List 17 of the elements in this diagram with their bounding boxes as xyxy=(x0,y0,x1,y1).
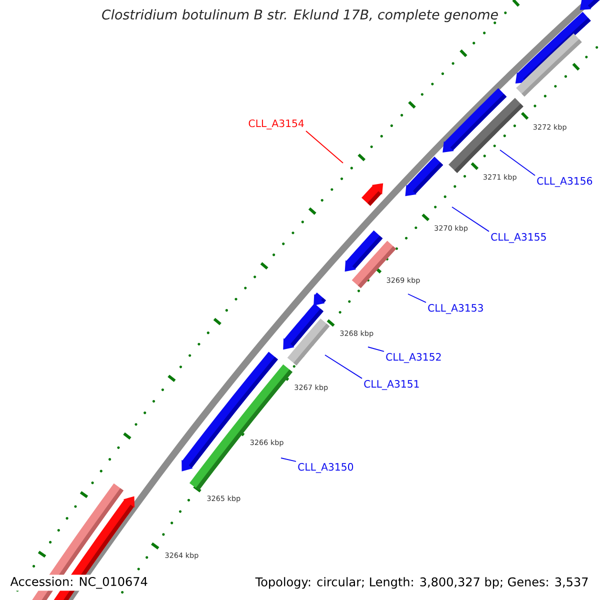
leader-line xyxy=(368,346,384,352)
gene-label: CLL_A3156 xyxy=(537,177,592,187)
leader-line xyxy=(500,150,536,176)
leader-line xyxy=(306,130,344,164)
leader-line xyxy=(452,206,490,232)
gene-label: CLL_A3154 xyxy=(248,119,304,130)
gene-label: CLL_A3151 xyxy=(364,380,419,390)
stats-text: Topology: circular; Length: 3,800,327 bp; Genes: 3,537 xyxy=(253,575,591,591)
leader-line xyxy=(280,458,296,462)
gene-label: CLL_A3152 xyxy=(386,353,441,363)
gene-label: CLL_A3155 xyxy=(491,233,546,243)
accession-text: Accession: NC_010674 xyxy=(8,574,150,591)
leader-line xyxy=(324,354,362,379)
gene-label: CLL_A3153 xyxy=(428,304,483,314)
leader-line xyxy=(408,294,426,303)
title: Clostridium botulinum B str. Eklund 17B, complete genome xyxy=(102,9,498,22)
gene-label: CLL_A3150 xyxy=(298,463,354,473)
